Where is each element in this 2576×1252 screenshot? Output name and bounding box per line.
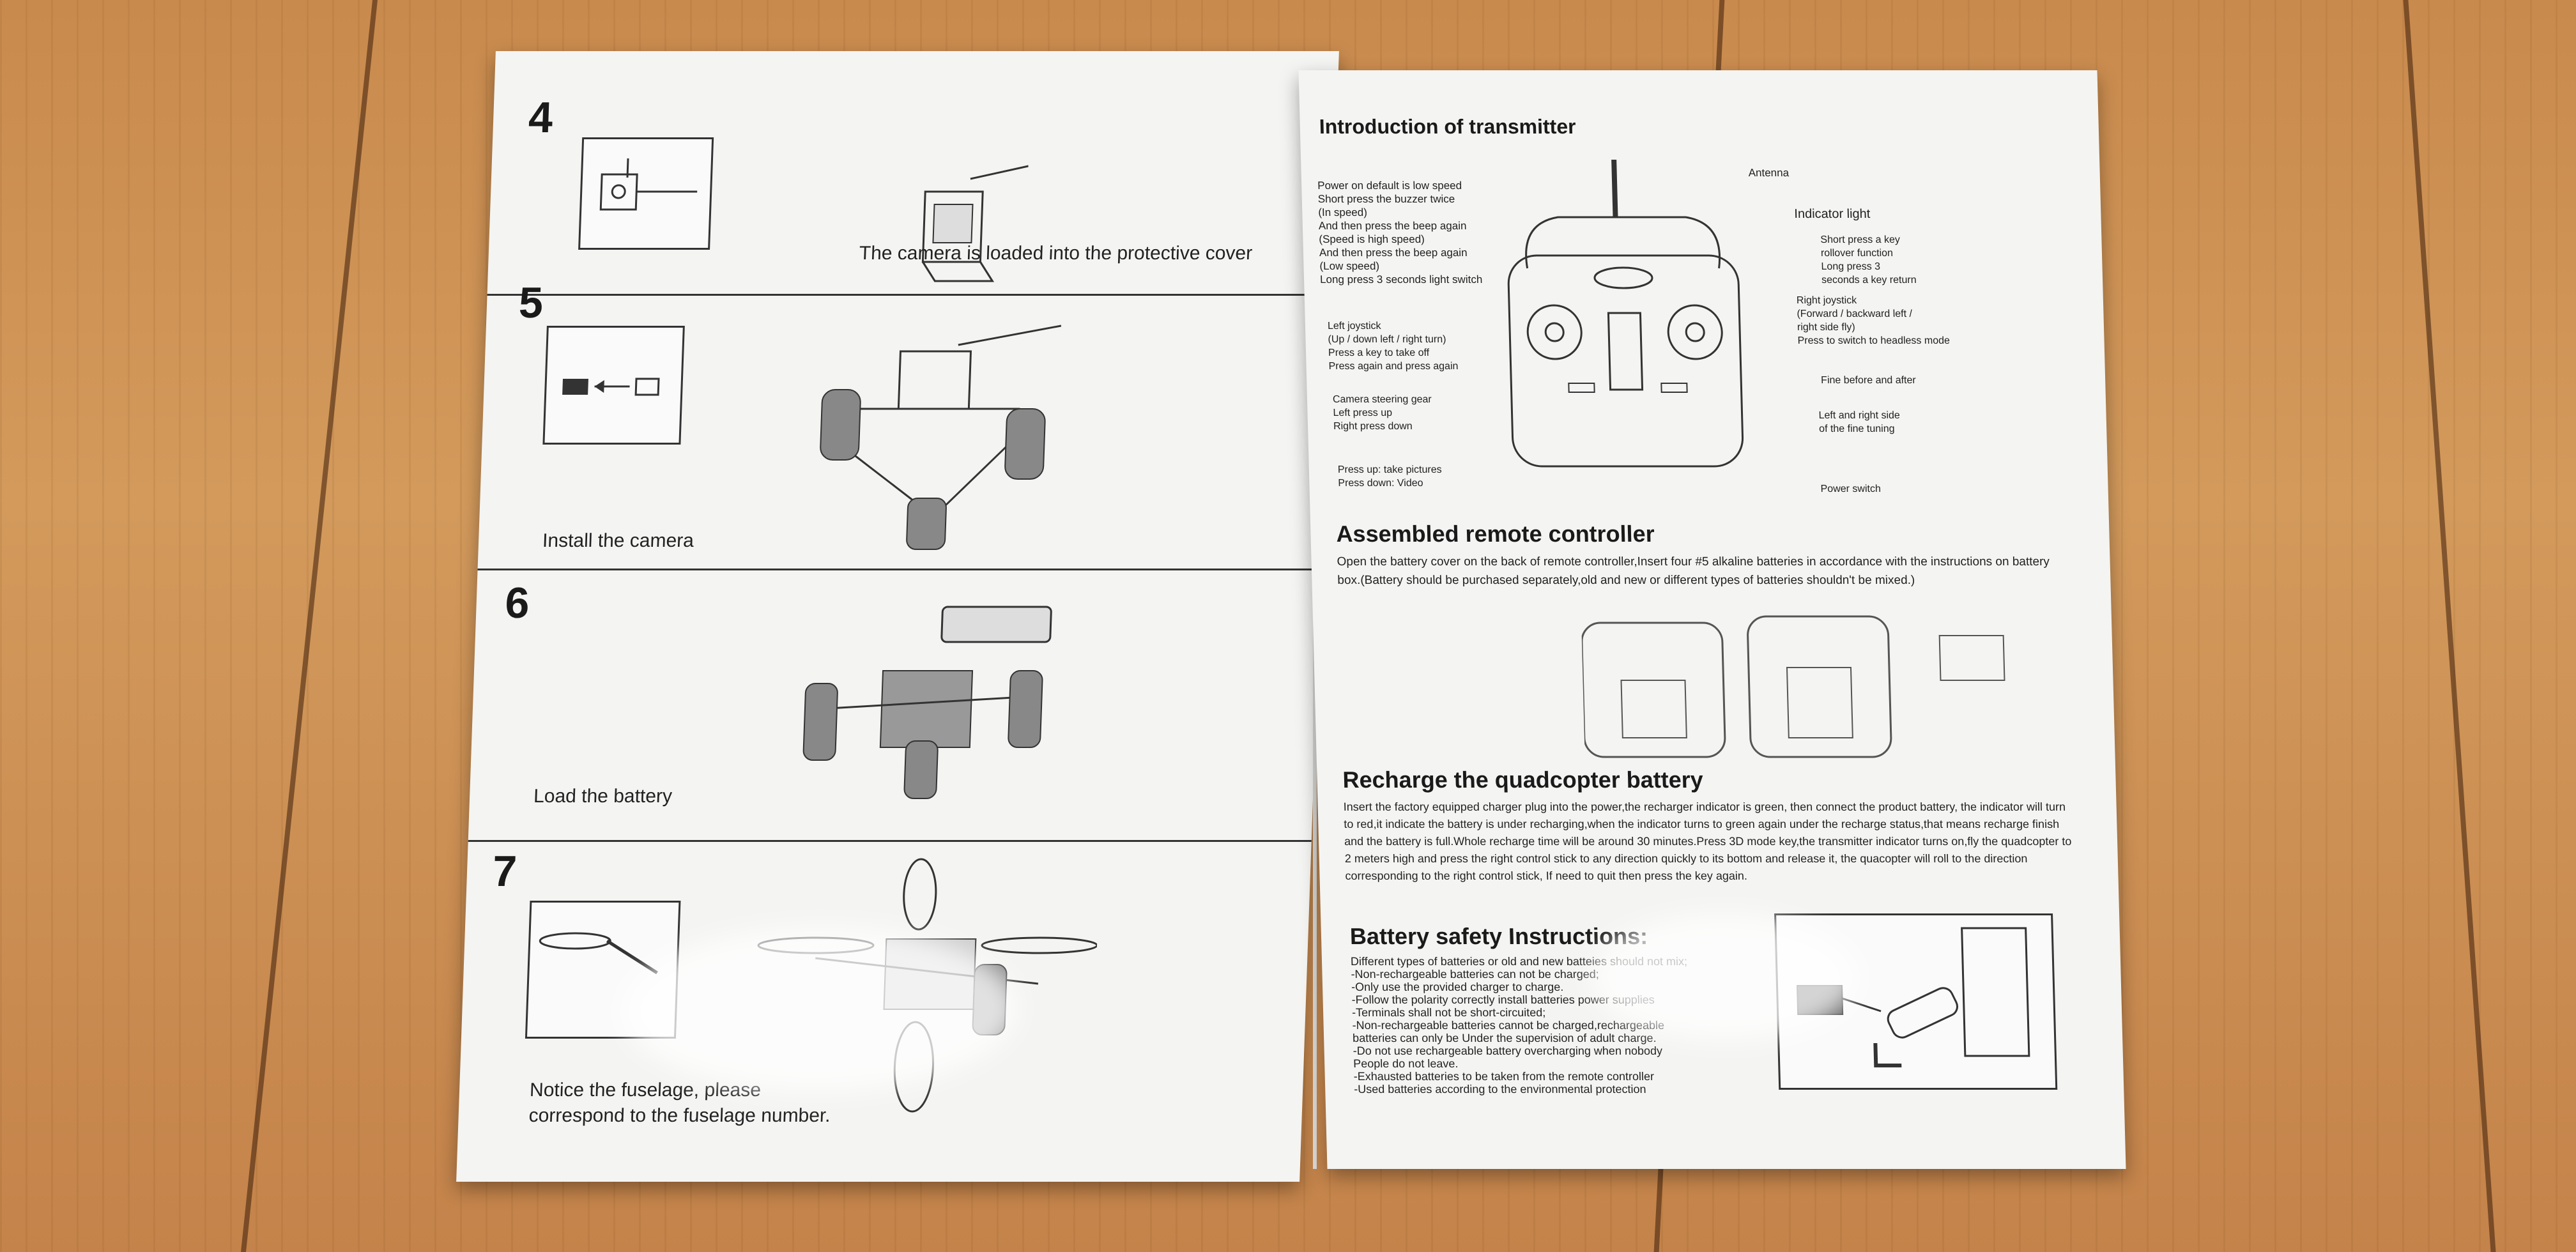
- drone-camera-install-drawing: [820, 324, 1062, 550]
- step-7-number: 7: [491, 847, 518, 896]
- step-5-caption: Install the camera: [542, 530, 694, 551]
- drone-battery-drawing: [802, 606, 1052, 799]
- fine-before-label: Fine before and after: [1820, 375, 1916, 386]
- camera-module-icon: [599, 158, 698, 211]
- safety-heading: Battery safety Instructions:: [1349, 923, 1648, 949]
- connector-icon: [562, 378, 660, 396]
- step-divider: [477, 569, 1321, 570]
- step-6-caption: Load the battery: [533, 786, 673, 807]
- safety-line: -Do not use rechargeable battery overcha…: [1353, 1044, 1663, 1057]
- left-page: 4 The camera is loaded into the protecti…: [456, 51, 1339, 1182]
- step-4-caption: The camera is loaded into the protective…: [859, 243, 1253, 264]
- left-joystick-label: Left joystick (Up / down left / right tu…: [1327, 321, 1459, 372]
- camera-cover-drawing: [921, 165, 1029, 282]
- camera-gear-label: Camera steering gear Left press up Right…: [1332, 394, 1432, 432]
- step-divider: [468, 840, 1312, 842]
- transmitter-drawing: [1507, 160, 1744, 468]
- antenna-label: Antenna: [1748, 167, 1790, 179]
- step-6-number: 6: [504, 579, 530, 627]
- recharge-text: Insert the factory equipped charger plug…: [1343, 800, 2072, 882]
- indicator-light-label: Indicator light: [1794, 207, 1871, 221]
- safety-line: -Exhausted batteries to be taken from th…: [1353, 1070, 1655, 1083]
- fine-sides-label: Left and right side of the fine tuning: [1818, 410, 1901, 434]
- safety-line: People do not leave.: [1353, 1057, 1459, 1070]
- press-pictures-label: Press up: take pictures Press down: Vide…: [1337, 464, 1442, 489]
- step-divider: [487, 294, 1331, 296]
- power-switch-label: Power switch: [1820, 484, 1882, 494]
- safety-line: -Used batteries according to the environ…: [1353, 1083, 1646, 1096]
- step-4-number: 4: [527, 93, 554, 142]
- step-7-caption-line2: correspond to the fuselage number.: [528, 1105, 831, 1126]
- light-glare: [1589, 913, 1861, 1041]
- recharge-heading: Recharge the quadcopter battery: [1342, 767, 1704, 793]
- power-default-label: Power on default is low speed Short pres…: [1317, 179, 1483, 286]
- step-4-detail-box: [578, 137, 714, 250]
- step-5-detail-box: [542, 326, 685, 445]
- right-joystick-label: Right joystick (Forward / backward left …: [1796, 295, 1951, 346]
- right-page: Introduction of transmitter Power on def…: [1298, 70, 2126, 1169]
- short-press-label: Short press a key rollover function Long…: [1820, 234, 1917, 286]
- transmitter-heading: Introduction of transmitter: [1319, 115, 1577, 138]
- step-5-number: 5: [518, 279, 544, 327]
- battery-compartment-drawing: [1581, 615, 2005, 758]
- assembled-text: Open the battery cover on the back of re…: [1337, 555, 2050, 587]
- assembled-heading: Assembled remote controller: [1335, 521, 1655, 547]
